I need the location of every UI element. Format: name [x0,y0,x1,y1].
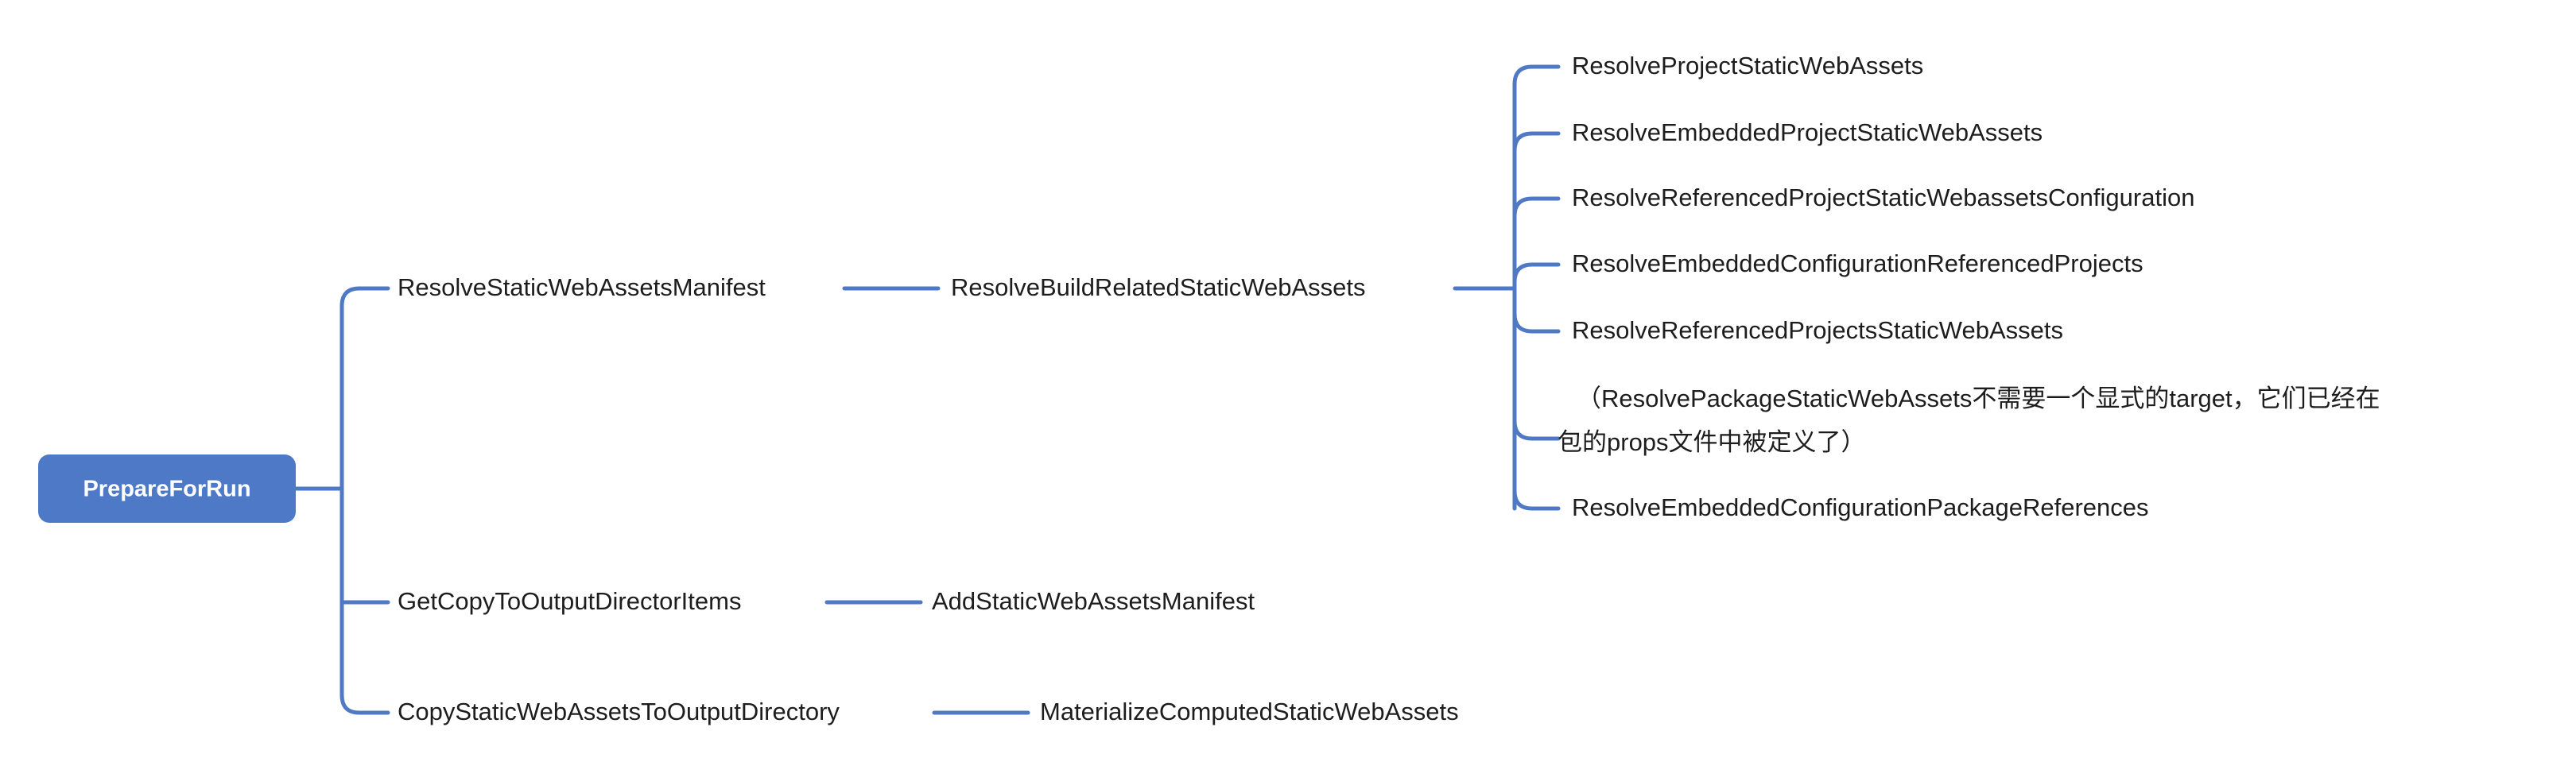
connector-level3-to-leaf-2 [1512,196,1561,219]
connector-level3-to-leaf-4 [1512,311,1561,334]
root-branch-connectors [293,286,390,715]
branch-0-child-0[interactable]: ResolveBuildRelatedStaticWebAssets [951,273,1366,301]
leaf-node-6[interactable]: ResolveEmbeddedConfigurationPackageRefer… [1572,493,2149,521]
root-node-label: PrepareForRun [83,477,250,502]
connector-level3-to-leaf-5 [1512,419,1561,441]
branch-node-2-label: CopyStaticWebAssetsToOutputDirectory [398,698,840,725]
leaf-node-3-label: ResolveEmbeddedConfigurationReferencedPr… [1572,249,2143,277]
connector-root-to-branch-0 [339,286,390,308]
leaf-node-1[interactable]: ResolveEmbeddedProjectStaticWebAssets [1572,118,2043,146]
connector-level3-to-leaf-3 [1512,262,1561,284]
branch-2-child-0-label: MaterializeComputedStaticWebAssets [1040,698,1459,725]
branch-node-1-label: GetCopyToOutputDirectorItems [398,587,741,615]
connector-level3-to-leaf-0 [1512,64,1561,87]
branch-1-child-0[interactable]: AddStaticWebAssetsManifest [932,587,1255,615]
leaf-node-0[interactable]: ResolveProjectStaticWebAssets [1572,52,1923,79]
leaf-node-4-label: ResolveReferencedProjectsStaticWebAssets [1572,316,2063,344]
leaf-node-5-label-line1: （ResolvePackageStaticWebAssets不需要一个显式的ta… [1577,385,2380,412]
leaf-node-6-label: ResolveEmbeddedConfigurationPackageRefer… [1572,493,2149,521]
connector-level3-to-leaf-6 [1512,489,1561,511]
branch-node-2[interactable]: CopyStaticWebAssetsToOutputDirectory [398,698,840,725]
branch-2-child-0[interactable]: MaterializeComputedStaticWebAssets [1040,698,1459,725]
branch-node-0[interactable]: ResolveStaticWebAssetsManifest [398,273,766,301]
leaf-node-2[interactable]: ResolveReferencedProjectStaticWebassetsC… [1572,184,2194,211]
branch-1-child-0-label: AddStaticWebAssetsManifest [932,587,1255,615]
leaf-node-5[interactable]: （ResolvePackageStaticWebAssets不需要一个显式的ta… [1558,385,2380,456]
connector-root-to-branch-2 [339,693,390,715]
leaf-node-4[interactable]: ResolveReferencedProjectsStaticWebAssets [1572,316,2063,344]
root-node[interactable]: PrepareForRun [38,454,296,523]
level2-connectors [824,286,1030,715]
level3-connectors [1453,64,1561,511]
leaf-node-0-label: ResolveProjectStaticWebAssets [1572,52,1923,79]
leaf-node-3[interactable]: ResolveEmbeddedConfigurationReferencedPr… [1572,249,2143,277]
branch-node-0-label: ResolveStaticWebAssetsManifest [398,273,766,301]
root-node-background [38,454,296,523]
connector-level3-to-leaf-1 [1512,131,1561,153]
branch-0-child-0-label: ResolveBuildRelatedStaticWebAssets [951,273,1366,301]
leaf-node-2-label: ResolveReferencedProjectStaticWebassetsC… [1572,184,2194,211]
leaf-node-5-label-line2: 包的props文件中被定义了） [1558,428,1866,456]
branch-node-1[interactable]: GetCopyToOutputDirectorItems [398,587,741,615]
leaf-node-1-label: ResolveEmbeddedProjectStaticWebAssets [1572,118,2043,146]
